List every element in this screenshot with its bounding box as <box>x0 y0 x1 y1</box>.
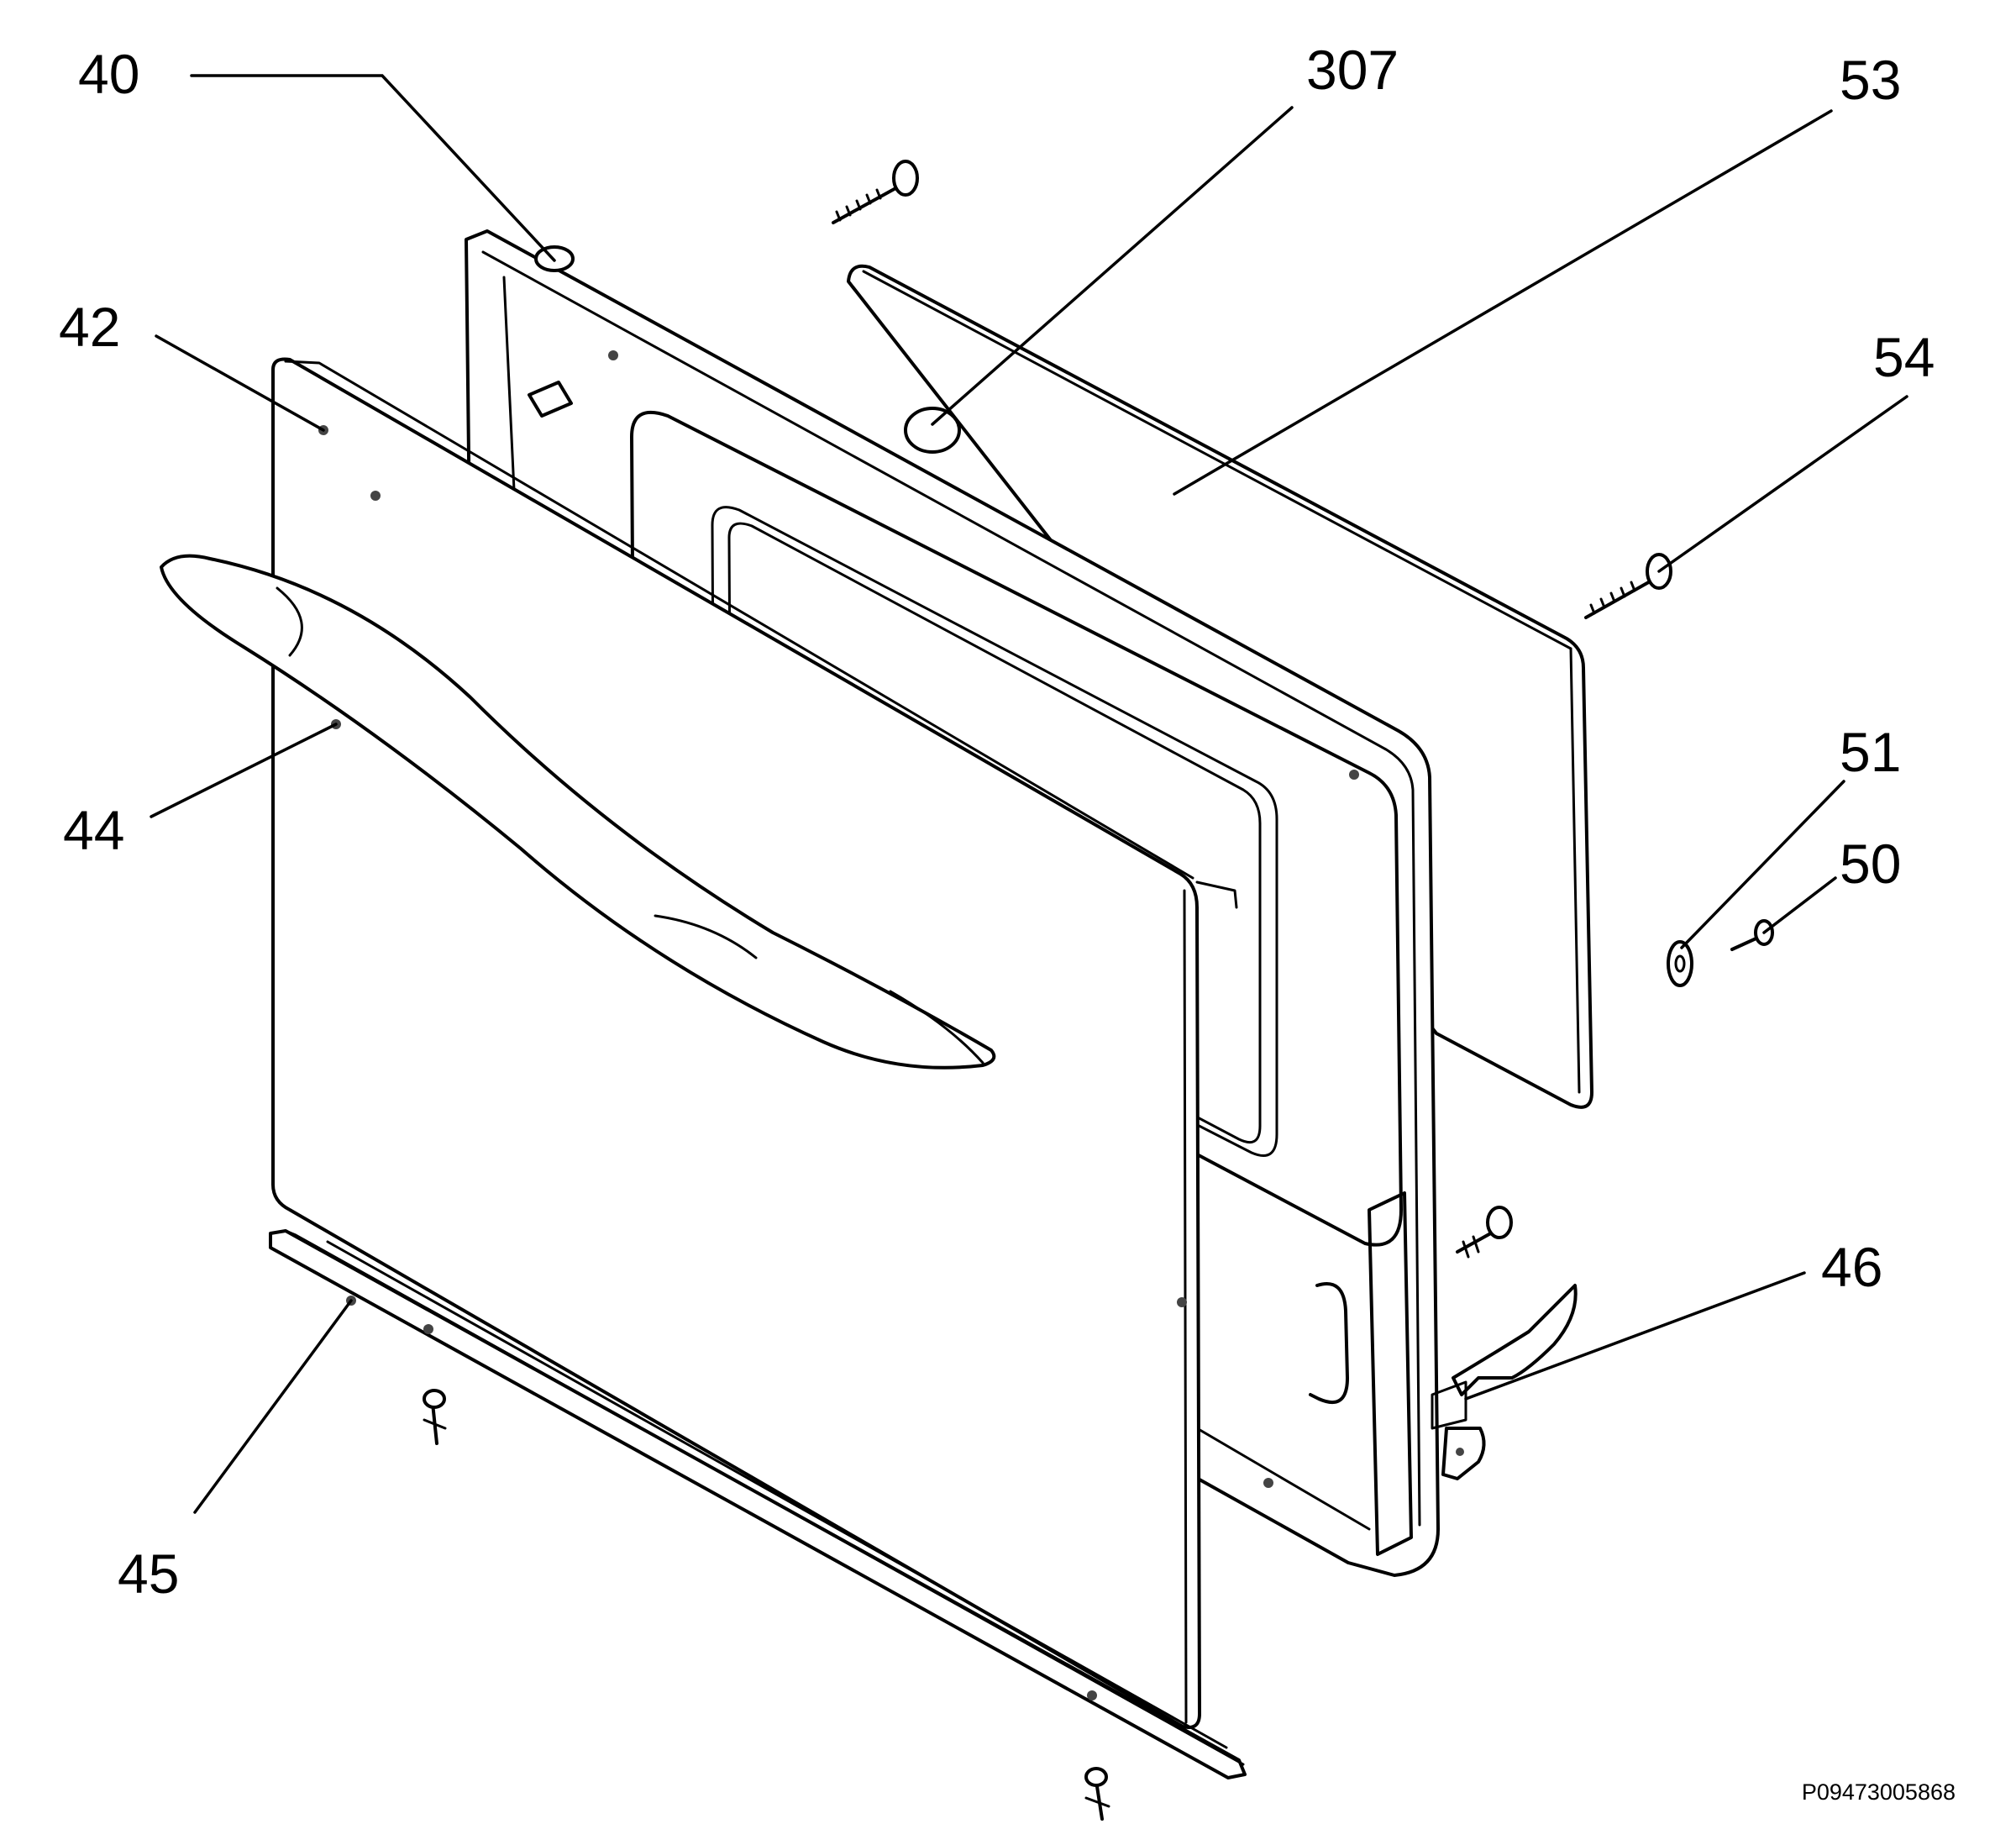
leader-50 <box>1762 876 1837 934</box>
leader-44 <box>150 723 338 818</box>
trim-screw-right <box>1084 1767 1110 1821</box>
callout-45: 45 <box>118 1543 180 1605</box>
leader-54 <box>1657 395 1908 573</box>
callout-40: 40 <box>78 43 140 105</box>
callout-46: 46 <box>1821 1236 1883 1298</box>
leader-40 <box>190 74 556 262</box>
callout-44: 44 <box>63 799 125 861</box>
bottom-trim-strip <box>269 1229 1247 1779</box>
hinge-screw <box>1456 1206 1513 1259</box>
top-screw <box>832 160 919 224</box>
washer-part <box>1667 940 1693 987</box>
callout-53: 53 <box>1840 49 1902 111</box>
leader-46 <box>1464 1271 1806 1401</box>
leader-51 <box>1680 780 1845 949</box>
callout-54: 54 <box>1873 326 1935 388</box>
door-handle <box>160 554 996 1070</box>
leader-lines <box>150 74 1908 1514</box>
leader-42 <box>155 334 325 432</box>
door-hinge <box>1431 1284 1578 1480</box>
leader-45 <box>193 1299 353 1514</box>
callout-51: 51 <box>1840 721 1902 783</box>
reference-code: P09473005868 <box>1801 1779 1956 1805</box>
small-screw-part <box>1730 919 1774 951</box>
leader-53 <box>1173 109 1833 496</box>
trim-screw-left <box>423 1389 447 1445</box>
callout-307: 307 <box>1306 39 1399 101</box>
callout-42: 42 <box>59 296 121 358</box>
callout-50: 50 <box>1840 833 1902 895</box>
rear-panel-screw <box>1584 553 1672 619</box>
leader-307 <box>931 106 1294 426</box>
